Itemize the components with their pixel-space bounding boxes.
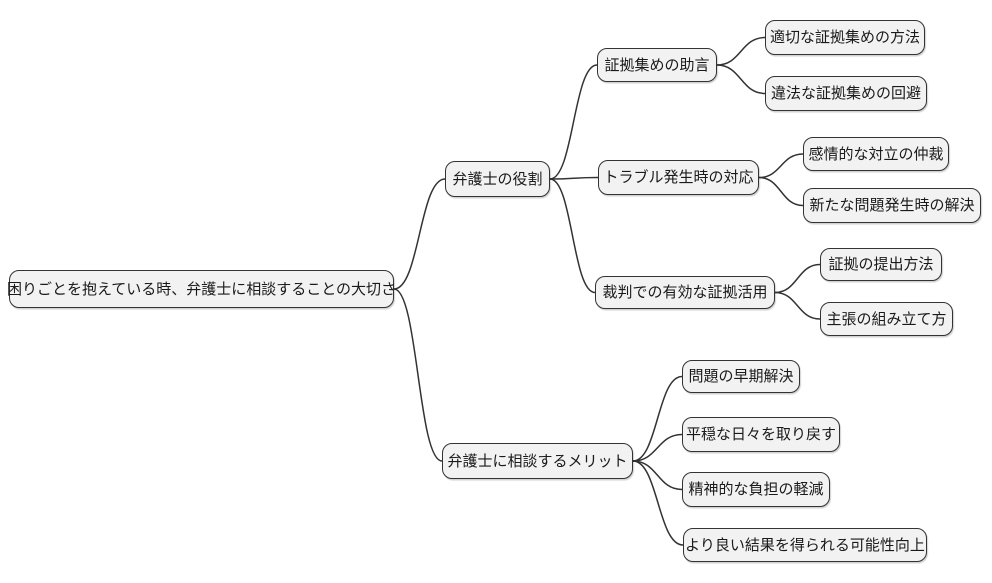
node-argument-construction: 主張の組み立て方 [820, 302, 953, 336]
edge-root-to-consult-merit [393, 288, 443, 462]
node-proper-evidence-method: 適切な証拠集めの方法 [765, 20, 925, 55]
edge-consult-merit-to-mental-relief [632, 460, 683, 491]
edge-trouble-response-to-new-problem [758, 176, 804, 207]
node-evidence-submission: 証拠の提出方法 [820, 248, 942, 281]
edge-consult-merit-to-better-outcome [632, 460, 684, 546]
node-peaceful-days: 平穏な日々を取り戻す [682, 417, 840, 452]
edge-court-evidence-to-argument [774, 291, 821, 320]
node-consult-merit: 弁護士に相談するメリット [442, 443, 633, 479]
node-early-resolution: 問題の早期解決 [682, 360, 800, 393]
edge-trouble-response-to-emotional-mediation [758, 153, 804, 179]
edge-lawyer-role-to-court-evidence-use [549, 178, 596, 294]
edge-evidence-advice-to-proper-method [716, 36, 766, 66]
node-lawyer-role: 弁護士の役割 [445, 161, 550, 197]
edge-court-evidence-to-submission [774, 263, 821, 294]
node-evidence-advice: 証拠集めの助言 [597, 48, 717, 82]
edge-consult-merit-to-early-resolution [632, 375, 683, 462]
node-illegal-evidence-avoidance: 違法な証拠集めの回避 [765, 76, 927, 111]
edge-root-to-lawyer-role [393, 178, 446, 290]
node-trouble-response: トラブル発生時の対応 [598, 160, 759, 195]
node-better-outcome: より良い結果を得られる可能性向上 [683, 528, 927, 562]
node-emotional-mediation: 感情的な対立の仲裁 [803, 137, 949, 171]
edge-lawyer-role-to-evidence-advice [549, 64, 598, 180]
node-new-problem-resolution: 新たな問題発生時の解決 [803, 188, 981, 223]
node-court-evidence-use: 裁判での有効な証拠活用 [595, 276, 775, 309]
node-mental-burden-relief: 精神的な負担の軽減 [682, 472, 830, 507]
edge-evidence-advice-to-illegal-avoidance [716, 64, 766, 95]
node-root: 困りごとを抱えている時、弁護士に相談することの大切さ [7, 270, 396, 308]
edge-consult-merit-to-peaceful-days [632, 433, 683, 462]
edge-lawyer-role-to-trouble-response [549, 176, 599, 180]
